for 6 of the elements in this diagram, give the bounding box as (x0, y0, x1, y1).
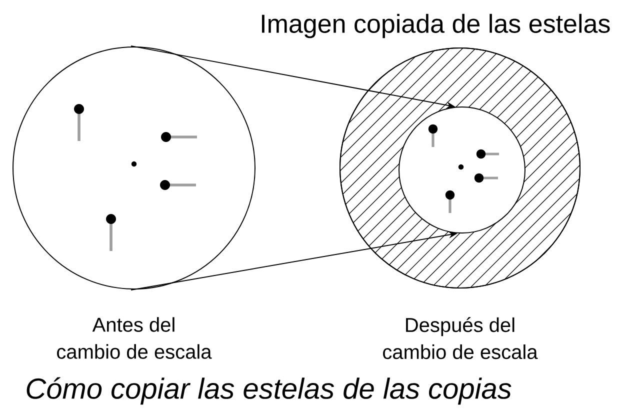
circle (398, 106, 526, 234)
label: Imagen copiada de las estelas (262, 14, 610, 38)
circle-caption: Después del cambio de escala (383, 317, 538, 360)
circle (12, 46, 256, 290)
caption: Cómo copiar las estelas de las copias (26, 377, 512, 405)
circle-caption: Antes del cambio de escala (57, 317, 212, 359)
